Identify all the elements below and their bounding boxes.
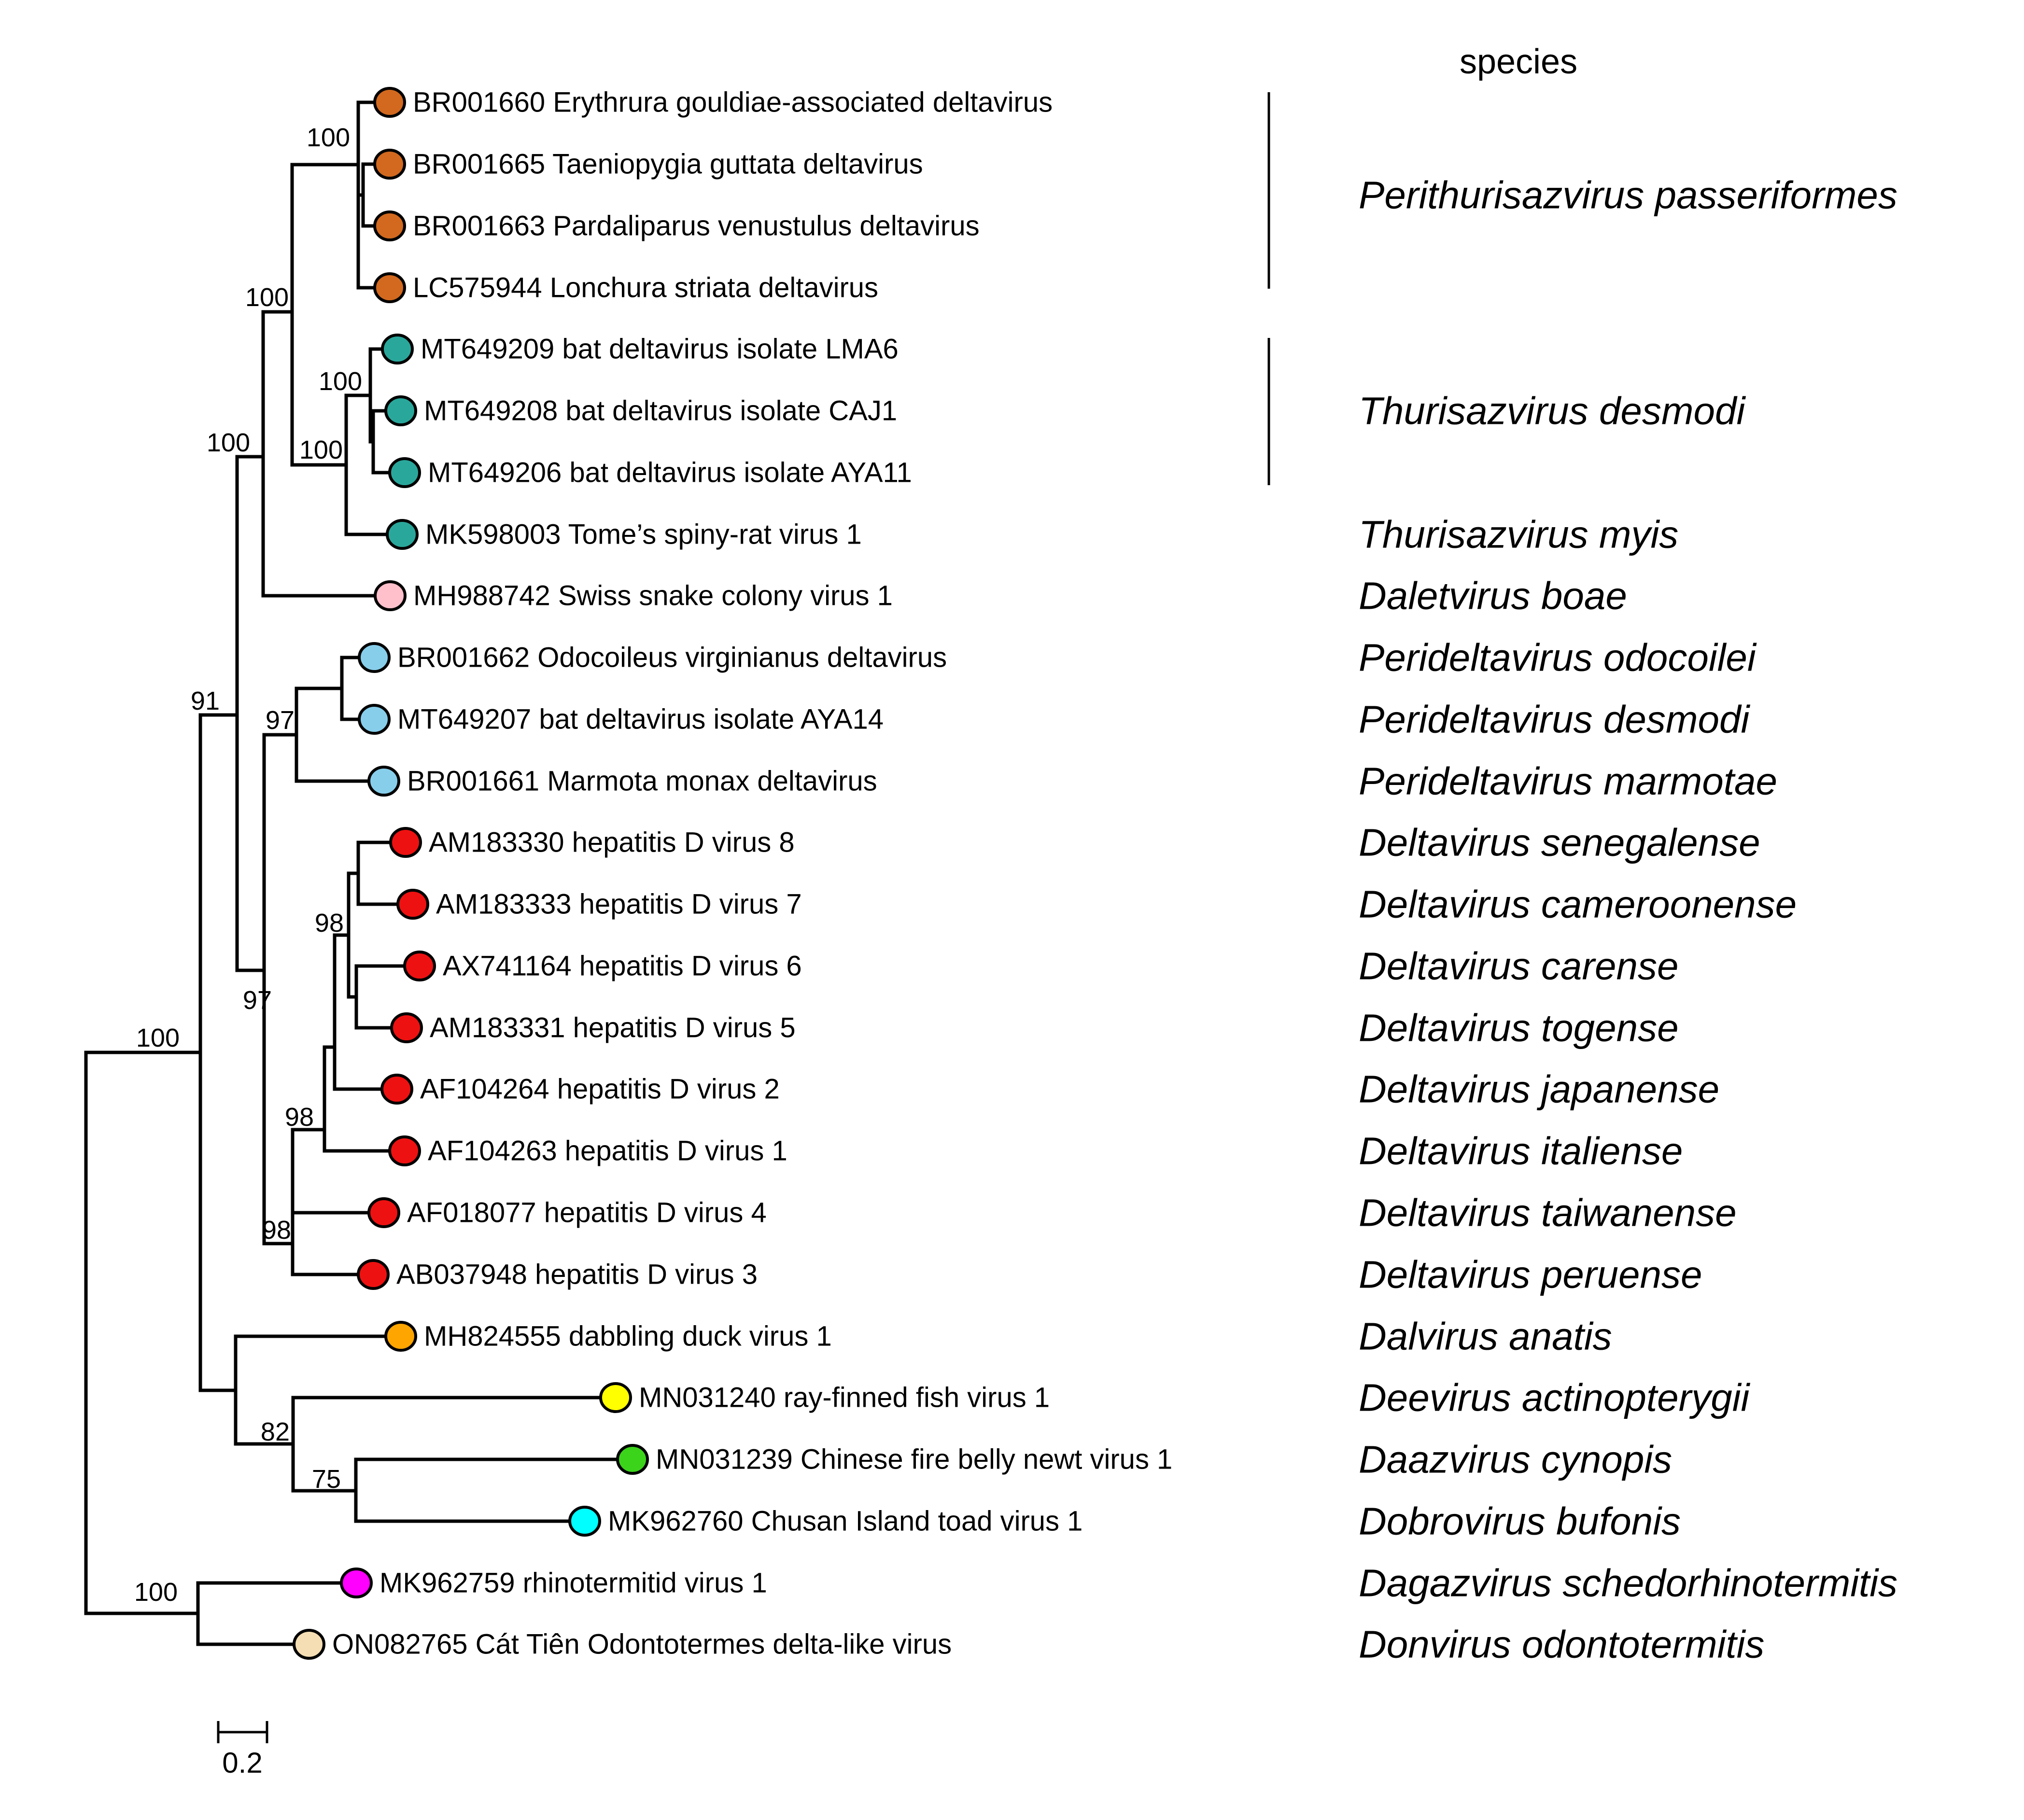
bootstrap-value: 91 bbox=[191, 686, 220, 715]
bootstrap-value: 98 bbox=[285, 1103, 314, 1132]
taxon-circle bbox=[358, 704, 391, 735]
taxon-circle bbox=[403, 951, 436, 981]
species-name: Dalvirus anatis bbox=[1359, 1315, 1612, 1358]
bootstrap-value: 97 bbox=[266, 706, 295, 735]
taxon-circle bbox=[367, 1197, 400, 1228]
taxon-label: BR001660 Erythrura gouldiae-associated d… bbox=[413, 87, 1053, 118]
species-name: Deltavirus cameroonense bbox=[1359, 883, 1797, 926]
species-name: Deltavirus togense bbox=[1359, 1007, 1679, 1050]
taxon-label: ON082765 Cát Tiên Odontotermes delta-lik… bbox=[332, 1629, 952, 1660]
taxon-circle bbox=[381, 334, 414, 364]
taxon-circle bbox=[568, 1506, 601, 1537]
taxon-label: MT649207 bat deltavirus isolate AYA14 bbox=[397, 704, 884, 735]
taxon-label: BR001665 Taeniopygia guttata deltavirus bbox=[413, 149, 923, 180]
species-name: Deltavirus japanense bbox=[1359, 1068, 1719, 1111]
taxon-circle bbox=[390, 1012, 423, 1043]
scale-bar-label: 0.2 bbox=[222, 1747, 262, 1779]
taxon-circle bbox=[340, 1568, 373, 1598]
bootstrap-value: 100 bbox=[207, 428, 250, 457]
species-name: Thurisazvirus myis bbox=[1359, 513, 1678, 556]
taxon-label: MH988742 Swiss snake colony virus 1 bbox=[413, 580, 893, 612]
bootstrap-value: 98 bbox=[315, 909, 344, 938]
bootstrap-values: 100 100 100 100 100 91 97 97 98 98 98 82 75 100 100 bbox=[134, 123, 362, 1607]
bootstrap-value: 100 bbox=[134, 1578, 178, 1607]
taxon-label: MT649206 bat deltavirus isolate AYA11 bbox=[428, 457, 912, 489]
species-names: Perithurisazvirus passeriformesThurisazv… bbox=[1359, 174, 1898, 1666]
taxon-circle bbox=[616, 1444, 649, 1475]
bootstrap-value: 100 bbox=[245, 283, 289, 312]
taxon-label: AM183333 hepatitis D virus 7 bbox=[436, 889, 802, 920]
species-column-header: species bbox=[1460, 42, 1577, 81]
taxon-circle bbox=[380, 1074, 413, 1105]
species-name: Deltavirus peruense bbox=[1359, 1253, 1702, 1296]
taxon-label: MH824555 dabbling duck virus 1 bbox=[424, 1321, 832, 1352]
bootstrap-value: 100 bbox=[307, 123, 350, 152]
species-name: Daletvirus boae bbox=[1359, 574, 1627, 617]
taxon-circle bbox=[599, 1382, 632, 1413]
species-name: Perideltavirus odocoilei bbox=[1359, 636, 1757, 679]
taxon-label: BR001663 Pardaliparus venustulus deltavi… bbox=[413, 210, 980, 242]
species-name: Deltavirus taiwanense bbox=[1359, 1191, 1737, 1234]
bootstrap-value: 82 bbox=[261, 1417, 290, 1446]
taxon-circle bbox=[367, 766, 400, 797]
taxon-circle bbox=[374, 580, 407, 611]
species-name: Dobrovirus bufonis bbox=[1359, 1500, 1681, 1543]
taxon-circle bbox=[389, 827, 422, 858]
tree-branches bbox=[84, 100, 632, 1646]
taxon-circle bbox=[384, 395, 417, 426]
species-name: Deltavirus carense bbox=[1359, 945, 1679, 988]
taxon-circle bbox=[373, 210, 406, 241]
species-name: Daazvirus cynopis bbox=[1359, 1438, 1672, 1481]
species-name: Donvirus odontotermitis bbox=[1359, 1623, 1764, 1666]
bootstrap-value: 75 bbox=[312, 1465, 341, 1494]
taxon-label: MT649208 bat deltavirus isolate CAJ1 bbox=[424, 395, 897, 427]
taxon-label: MK598003 Tome’s spiny-rat virus 1 bbox=[425, 519, 862, 550]
taxon-label: AF104264 hepatitis D virus 2 bbox=[420, 1074, 780, 1105]
species-name: Deevirus actinopterygii bbox=[1359, 1376, 1750, 1419]
taxon-circle bbox=[384, 1321, 417, 1352]
taxon-circle bbox=[358, 642, 391, 673]
bootstrap-value: 100 bbox=[299, 435, 343, 464]
bootstrap-value: 98 bbox=[262, 1216, 291, 1245]
taxon-label: MK962760 Chusan Island toad virus 1 bbox=[608, 1506, 1082, 1537]
taxon-label: BR001661 Marmota monax deltavirus bbox=[407, 766, 877, 797]
species-name: Deltavirus italiense bbox=[1359, 1130, 1683, 1173]
bootstrap-value: 97 bbox=[243, 986, 272, 1015]
taxon-circle bbox=[357, 1259, 390, 1290]
bootstrap-value: 100 bbox=[319, 367, 362, 396]
taxon-label: MN031239 Chinese fire belly newt virus 1 bbox=[656, 1444, 1172, 1475]
taxon-label: AM183330 hepatitis D virus 8 bbox=[429, 827, 795, 858]
species-name: Perithurisazvirus passeriformes bbox=[1359, 174, 1898, 217]
bootstrap-value: 100 bbox=[136, 1023, 180, 1052]
taxon-label: AF018077 hepatitis D virus 4 bbox=[407, 1197, 767, 1229]
taxon-circle bbox=[396, 889, 429, 920]
taxon-circle bbox=[386, 519, 419, 550]
taxon-label: AM183331 hepatitis D virus 5 bbox=[430, 1012, 796, 1044]
species-name: Perideltavirus marmotae bbox=[1359, 760, 1777, 803]
taxon-circle bbox=[388, 1135, 421, 1166]
taxon-label: AF104263 hepatitis D virus 1 bbox=[428, 1135, 787, 1167]
taxon-circles bbox=[293, 87, 649, 1660]
species-name: Perideltavirus desmodi bbox=[1359, 698, 1750, 741]
taxon-circle bbox=[373, 87, 406, 118]
taxon-label: AX741164 hepatitis D virus 6 bbox=[443, 951, 802, 982]
taxon-circle bbox=[373, 149, 406, 180]
species-name: Deltavirus senegalense bbox=[1359, 821, 1760, 864]
species-name: Dagazvirus schedorhinotermitis bbox=[1359, 1562, 1898, 1605]
scale-bar: 0.2 bbox=[217, 1721, 268, 1779]
taxon-label: LC575944 Lonchura striata deltavirus bbox=[413, 272, 878, 304]
taxon-labels: BR001660 Erythrura gouldiae-associated d… bbox=[332, 87, 1172, 1660]
taxon-circle bbox=[373, 272, 406, 303]
taxon-label: AB037948 hepatitis D virus 3 bbox=[396, 1259, 758, 1290]
taxon-label: MK962759 rhinotermitid virus 1 bbox=[380, 1568, 767, 1599]
taxon-label: BR001662 Odocoileus virginianus deltavir… bbox=[397, 642, 947, 673]
taxon-label: MN031240 ray-finned fish virus 1 bbox=[639, 1382, 1050, 1414]
species-name: Thurisazvirus desmodi bbox=[1359, 390, 1746, 433]
taxon-label: MT649209 bat deltavirus isolate LMA6 bbox=[421, 334, 899, 365]
taxon-circle bbox=[388, 457, 421, 488]
taxon-circle bbox=[293, 1629, 325, 1660]
